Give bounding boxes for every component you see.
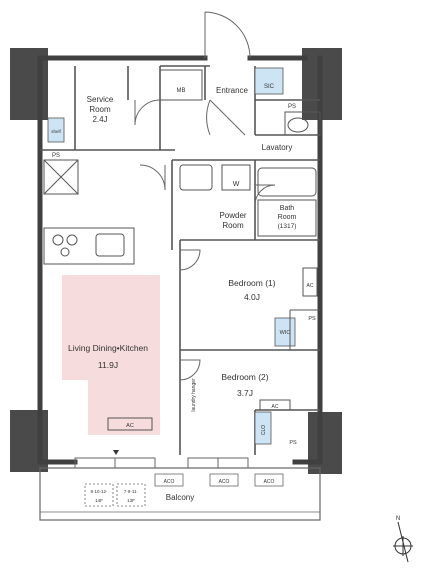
bath-label-2: Room	[278, 214, 297, 221]
sign-1-label-2: 14F	[95, 498, 103, 503]
sign-1-label: 8·10·12·	[90, 489, 107, 494]
stove-burner-1	[52, 234, 64, 246]
balcony	[39, 467, 321, 521]
service-room-label-2: Room	[89, 105, 111, 114]
ldk-ac-unit	[107, 417, 153, 431]
sign-2-label-2: 13F	[127, 498, 135, 503]
aco-1-label: ACO	[164, 479, 175, 485]
entrance-label: Entrance	[216, 86, 249, 95]
lavatory-label: Lavatory	[262, 143, 293, 152]
fridge-space	[43, 159, 79, 195]
ldk-size: 11.9J	[98, 360, 118, 370]
bedroom2-size: 3.7J	[237, 388, 253, 398]
ac-bed1-label: AC	[307, 283, 314, 289]
aco-3-label: ACO	[264, 479, 275, 485]
sign-2-label: 7·9·11·	[124, 489, 138, 494]
utility-box	[159, 69, 203, 101]
clo-label: CLO	[261, 425, 267, 435]
washbasin	[179, 164, 213, 191]
bedroom1-label: Bedroom (1)	[228, 278, 275, 288]
interior-walls	[40, 65, 320, 455]
bathtub	[257, 167, 317, 197]
bathroom-floor	[257, 199, 317, 237]
pillar-bottom-right	[308, 412, 342, 474]
bedroom1-size: 4.0J	[244, 292, 260, 302]
shelf-label: shelf	[51, 129, 61, 134]
service-room-label: Service	[87, 95, 114, 104]
bedroom2-label: Bedroom (2)	[221, 372, 268, 382]
kitchen-sink	[95, 233, 125, 257]
ps-entrance-label: PS	[288, 104, 296, 110]
washing-machine-pan	[221, 164, 251, 191]
ps-service-label: PS	[52, 153, 60, 159]
bath-label-3: (1317)	[278, 223, 297, 230]
doors	[134, 11, 276, 381]
toilet-bowl	[287, 117, 309, 133]
bed1-ac-unit	[302, 267, 318, 297]
closet-bedroom2	[254, 411, 272, 445]
service-shelf	[47, 117, 65, 143]
wic-label: WIC	[280, 330, 291, 336]
window-marker-icon	[113, 450, 119, 455]
powder-room-label-2: Room	[222, 221, 244, 230]
bath-label: Bath	[280, 205, 295, 212]
aco-2-label: ACO	[219, 479, 230, 485]
w-label: W	[233, 181, 240, 188]
ps-bed2-label: PS	[289, 440, 297, 446]
powder-room-label: Powder	[219, 211, 246, 220]
stove-burner-3	[60, 247, 70, 257]
ps-bed1-label: PS	[308, 316, 316, 322]
labels: Service Room 2.4J MB Entrance SIC PS she…	[51, 84, 316, 503]
balcony-label: Balcony	[166, 493, 194, 502]
sic-label: SIC	[264, 84, 275, 90]
compass-label: N	[396, 516, 400, 522]
fixtures	[43, 69, 321, 431]
bed2-ac-unit	[259, 399, 291, 411]
kitchen-counter	[43, 227, 135, 265]
toilet-counter	[284, 111, 321, 136]
ac-bed2-label: AC	[272, 404, 279, 410]
ac-ldk-label: AC	[126, 423, 134, 429]
compass: N	[393, 516, 413, 563]
closets	[47, 67, 296, 445]
laundry-label: laundry hanger	[191, 378, 197, 412]
service-room-size: 2.4J	[92, 115, 107, 124]
windows	[74, 457, 249, 469]
shoe-closet	[254, 67, 284, 95]
outer-walls	[37, 55, 323, 465]
stove-burner-2	[66, 234, 78, 246]
ms-label: MB	[177, 88, 186, 94]
ldk-label: Living Dining•Kitchen	[68, 343, 148, 353]
ldk-floor	[62, 275, 160, 435]
